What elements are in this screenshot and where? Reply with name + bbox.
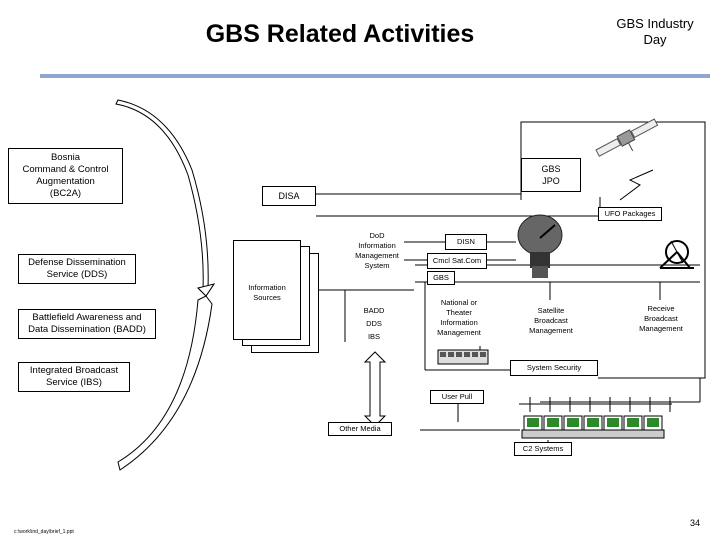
sbm-line: Broadcast: [534, 316, 568, 325]
dod-ims-line: Management: [355, 251, 399, 260]
ibs-line: Service (IBS): [46, 377, 102, 388]
dds-box: Defense Dissemination Service (DDS): [18, 254, 136, 284]
bc2a-line: Bosnia: [50, 152, 81, 163]
slide-title: GBS Related Activities: [205, 20, 475, 48]
dod-ims-label: DoD Information Management System: [345, 231, 409, 271]
event-label-line: GBS Industry: [616, 16, 694, 31]
info-source-sheet: Information Sources: [233, 240, 301, 340]
disa-box: DISA: [262, 186, 316, 206]
gbs-jpo-box: GBS JPO: [521, 158, 581, 192]
building-icon: [437, 349, 489, 365]
satellite-broadcast-mgmt: Satellite Broadcast Management: [516, 306, 586, 336]
title-rule: [40, 74, 710, 78]
national-theater-info-mgmt: National or Theater Information Manageme…: [428, 298, 490, 338]
double-arrow-icon: [363, 351, 387, 427]
gbs-jpo-line: GBS: [541, 164, 561, 174]
ntim-line: Management: [437, 328, 481, 337]
badd-line: Data Dissemination (BADD): [28, 324, 146, 335]
ibs-line: Integrated Broadcast: [29, 365, 119, 376]
badd-dds-ibs-line: IBS: [367, 332, 381, 341]
rbm-line: Broadcast: [644, 314, 678, 323]
sbm-line: Satellite: [537, 306, 565, 315]
bc2a-line: Command & Control: [22, 164, 109, 175]
dish-antenna-icon: [517, 214, 563, 278]
dds-line: Defense Dissemination: [28, 257, 126, 268]
user-pull-box: User Pull: [430, 390, 484, 404]
ntim-line: National or: [440, 298, 478, 307]
file-path: c:\work\ind_day\brief_1.ppt: [14, 529, 74, 535]
cmcl-satcom-box: Cmcl Sat.Com: [427, 253, 487, 269]
c2-workstation-icons: [521, 415, 665, 439]
dod-ims-line: Information: [358, 241, 396, 250]
badd-line: Battlefield Awareness and: [32, 312, 142, 323]
bc2a-line: Augmentation: [36, 176, 95, 187]
ufo-packages-box: UFO Packages: [598, 207, 662, 221]
dod-ims-line: DoD: [369, 231, 385, 240]
receive-terminal-icon: [659, 240, 694, 269]
system-security-box: System Security: [510, 360, 598, 376]
rbm-line: Receive: [647, 304, 675, 313]
c2-systems-box: C2 Systems: [514, 442, 572, 456]
event-label-line: Day: [643, 32, 667, 47]
rbm-line: Management: [639, 324, 683, 333]
merge-arrow-bottom: [117, 295, 213, 471]
page-number: 34: [690, 518, 701, 528]
ibs-box: Integrated Broadcast Service (IBS): [18, 362, 130, 392]
ntim-line: Information: [440, 318, 478, 327]
badd-dds-ibs-label: BADD DDS IBS: [352, 304, 396, 343]
info-sources-line: Sources: [253, 293, 281, 302]
badd-dds-ibs-line: BADD: [363, 306, 385, 315]
ntim-line: Theater: [446, 308, 472, 317]
badd-dds-ibs-line: DDS: [366, 319, 382, 328]
system-frame: [520, 121, 706, 379]
satellite-icon: [595, 118, 659, 157]
other-media-box: Other Media: [328, 422, 392, 436]
dod-ims-line: System: [364, 261, 390, 270]
info-sources-line: Information: [248, 283, 286, 292]
gbs-jpo-line: JPO: [542, 176, 560, 186]
badd-box: Battlefield Awareness and Data Dissemina…: [18, 309, 156, 339]
bc2a-line: (BC2A): [49, 188, 82, 199]
bc2a-box: Bosnia Command & Control Augmentation (B…: [8, 148, 123, 204]
receive-broadcast-mgmt: Receive Broadcast Management: [626, 304, 696, 334]
dds-line: Service (DDS): [46, 269, 108, 280]
gbs-box: GBS: [427, 271, 455, 285]
event-label: GBS Industry Day: [600, 16, 710, 48]
disn-box: DISN: [445, 234, 487, 250]
sbm-line: Management: [529, 326, 573, 335]
